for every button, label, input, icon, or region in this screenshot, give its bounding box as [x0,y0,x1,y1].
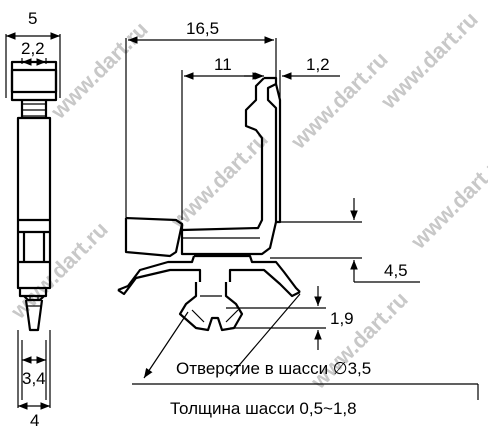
watermark-group: www.dart.ru www.dart.ru www.dart.ru www.… [5,7,488,395]
watermark: www.dart.ru [375,7,483,115]
dimension-11: 11 [214,55,232,74]
front-view [117,76,301,332]
thickness-note: Толщина шасси 0,5~1,8 [170,399,357,418]
dimension-16-5: 16,5 [186,19,219,38]
watermark: www.dart.ru [405,147,488,255]
side-dimensions: 5 2,2 3,4 4 [5,9,61,430]
dimension-4: 4 [30,411,39,430]
dimension-1-9: 1,9 [330,309,354,328]
dimension-4-5: 4,5 [384,261,408,280]
watermark: www.dart.ru [165,127,273,235]
side-view [10,60,58,332]
watermark: www.dart.ru [285,47,393,155]
front-dimensions: 16,5 11 1,2 4,5 1,9 [125,19,420,350]
hole-note: Отверстие в шасси ∅3,5 [176,359,371,378]
dimension-5: 5 [28,9,37,28]
dimension-1-2: 1,2 [306,55,330,74]
dimension-2-2: 2,2 [21,39,45,58]
notes: Отверстие в шасси ∅3,5 Толщина шасси 0,5… [132,293,479,418]
watermark: www.dart.ru [305,287,413,395]
watermark: www.dart.ru [45,17,153,125]
dimension-3-4: 3,4 [22,369,46,388]
